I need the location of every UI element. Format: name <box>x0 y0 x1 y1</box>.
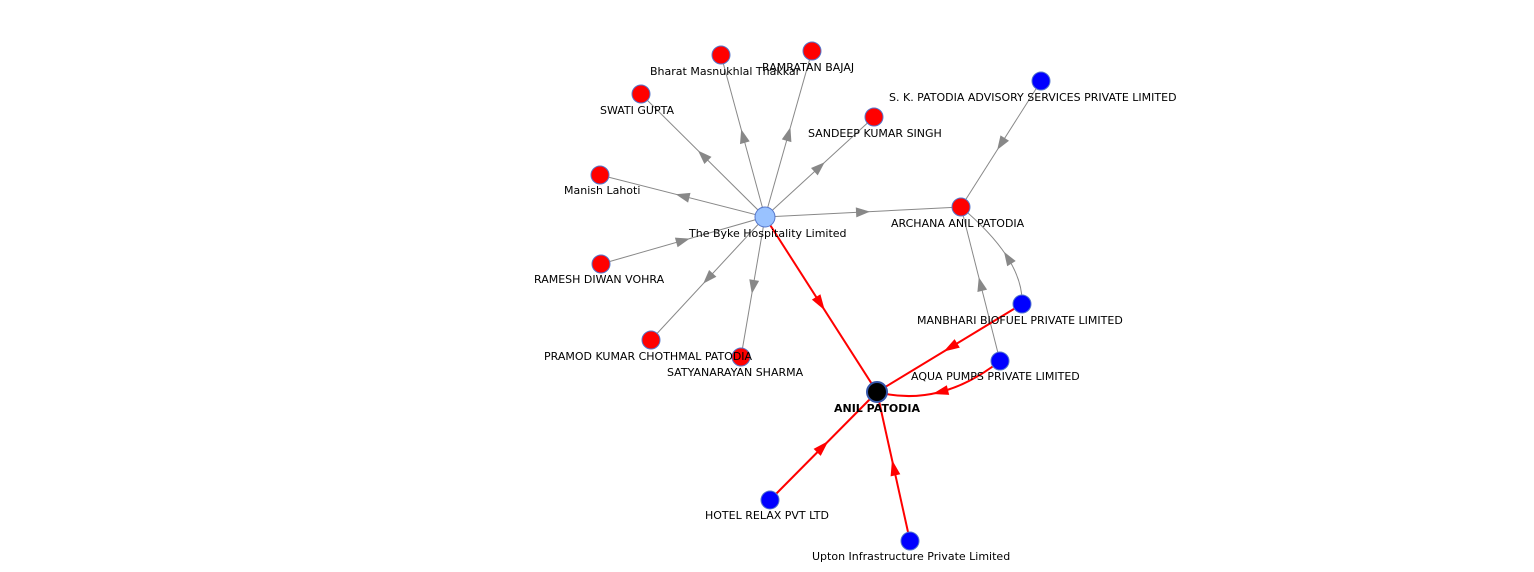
node-bharat[interactable] <box>711 45 731 65</box>
node-label-hotel: HOTEL RELAX PVT LTD <box>705 509 829 522</box>
node-byke[interactable] <box>754 206 776 228</box>
edge-arrowhead <box>703 270 717 284</box>
node-label-anil: ANIL PATODIA <box>834 402 920 415</box>
node-upton[interactable] <box>900 531 920 551</box>
edge-arrowhead <box>749 279 760 294</box>
node-label-ramratan: RAMRATAN BAJAJ <box>762 61 854 74</box>
node-label-manish: Manish Lahoti <box>564 184 640 197</box>
node-label-pramod: PRAMOD KUMAR CHOTHMAL PATODIA <box>544 350 753 363</box>
edge-arrowhead <box>977 277 988 292</box>
node-hotel[interactable] <box>760 490 780 510</box>
node-label-upton: Upton Infrastructure Private Limited <box>812 550 1010 563</box>
edge-arrowhead <box>813 441 829 456</box>
edge-arrowhead <box>781 127 792 143</box>
edge-arrowhead <box>932 385 950 395</box>
edge-ramesh-to-byke <box>600 216 766 265</box>
node-label-bharat: Bharat Masnukhlal Thakkar <box>650 65 801 78</box>
edge-byke-to-archana <box>764 206 962 218</box>
edge-upton-to-anil <box>876 391 911 542</box>
edge-arrowhead <box>890 459 901 477</box>
edge-arrowhead <box>811 294 825 311</box>
node-archana[interactable] <box>951 197 971 217</box>
edge-hotel-to-anil <box>769 391 878 501</box>
node-label-aqua: AQUA PUMPS PRIVATE LIMITED <box>911 370 1080 383</box>
edge-byke-to-anil <box>764 216 878 393</box>
node-manish[interactable] <box>590 165 610 185</box>
node-ramratan[interactable] <box>802 41 822 61</box>
nodes-layer <box>590 41 1051 551</box>
edge-manbhari-to-archana <box>960 206 1023 305</box>
node-label-byke: The Byke Hospitality Limited <box>688 227 847 240</box>
node-manbhari[interactable] <box>1012 294 1032 314</box>
edge-skpatodia-to-archana <box>960 80 1042 208</box>
edge-byke-to-swati <box>640 93 766 218</box>
node-skpatodia[interactable] <box>1031 71 1051 91</box>
node-ramesh[interactable] <box>591 254 611 274</box>
edge-byke-to-ramratan <box>764 50 813 218</box>
node-pramod[interactable] <box>641 330 661 350</box>
edge-arrowhead <box>997 135 1009 150</box>
edge-arrowhead <box>943 339 960 352</box>
edge-manbhari-to-anil <box>876 303 1023 393</box>
node-label-manbhari: MANBHARI BIOFUEL PRIVATE LIMITED <box>917 314 1123 327</box>
edge-byke-to-bharat <box>720 54 766 218</box>
edge-byke-to-manish <box>599 174 766 218</box>
edge-byke-to-satyanarayan <box>740 216 766 358</box>
node-label-archana: ARCHANA ANIL PATODIA <box>891 217 1025 230</box>
node-label-satyanarayan: SATYANARAYAN SHARMA <box>667 366 804 379</box>
edge-arrowhead <box>698 150 712 164</box>
node-sandeep[interactable] <box>864 107 884 127</box>
edge-arrowhead <box>1004 251 1016 267</box>
node-swati[interactable] <box>631 84 651 104</box>
edge-aqua-to-archana <box>960 206 1001 362</box>
edge-arrowhead <box>855 207 870 218</box>
node-satyanarayan[interactable] <box>731 347 751 367</box>
edge-arrowhead <box>811 162 825 176</box>
edges-layer <box>599 50 1042 542</box>
node-label-ramesh: RAMESH DIWAN VOHRA <box>534 273 665 286</box>
node-aqua[interactable] <box>990 351 1010 371</box>
node-label-skpatodia: S. K. PATODIA ADVISORY SERVICES PRIVATE … <box>889 91 1177 104</box>
node-anil[interactable] <box>866 381 888 403</box>
edge-arrowhead <box>675 192 691 203</box>
edge-byke-to-pramod <box>650 216 766 341</box>
edge-byke-to-sandeep <box>764 116 875 218</box>
node-label-sandeep: SANDEEP KUMAR SINGH <box>808 127 942 140</box>
node-label-swati: SWATI GUPTA <box>600 104 674 117</box>
edge-aqua-to-anil <box>876 360 1001 398</box>
edge-arrowhead <box>674 237 690 248</box>
edge-arrowhead <box>740 129 750 145</box>
